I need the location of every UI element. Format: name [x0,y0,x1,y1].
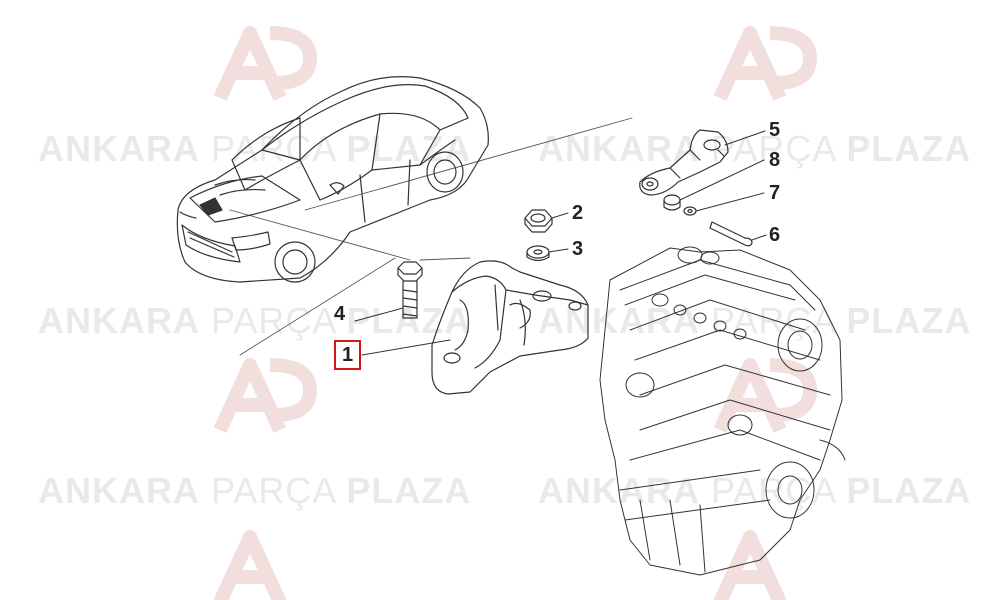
watermark-logo-icon [713,358,817,433]
callout-1: 1 [334,340,362,370]
part-washer [526,245,550,262]
engine-block [599,246,846,576]
watermark-text: ANKARA PARÇA PLAZA [38,470,472,511]
watermark-logo-icon [713,26,817,101]
callout-5: 5 [769,119,781,141]
part-long-bolt [709,221,753,247]
leader-lines [354,130,767,356]
callout-8: 8 [769,149,781,171]
part-nut [524,209,553,233]
callout-7: 7 [769,182,781,204]
watermark-text: ANKARA PARÇA PLAZA [538,470,972,511]
callout-6: 6 [769,224,781,246]
part-engine-mount [431,260,589,395]
car-illustration [176,76,489,283]
watermark-logo-icon [213,530,287,600]
watermark-logo-icon [713,530,787,600]
watermark-text: ANKARA PARÇA PLAZA [38,128,472,169]
part-bushing [663,194,681,211]
guide-lines [229,117,633,356]
watermark-logo-icon [213,26,317,101]
watermark-text: ANKARA PARÇA PLAZA [538,300,972,341]
part-torque-rod [639,129,729,196]
watermark-text: ANKARA PARÇA PLAZA [538,128,972,169]
callout-3: 3 [572,238,584,260]
watermark-logo-icon [213,358,317,433]
part-small-washer [683,206,697,216]
part-bolt [397,261,423,319]
callout-2: 2 [572,202,584,224]
callout-4: 4 [334,303,346,325]
